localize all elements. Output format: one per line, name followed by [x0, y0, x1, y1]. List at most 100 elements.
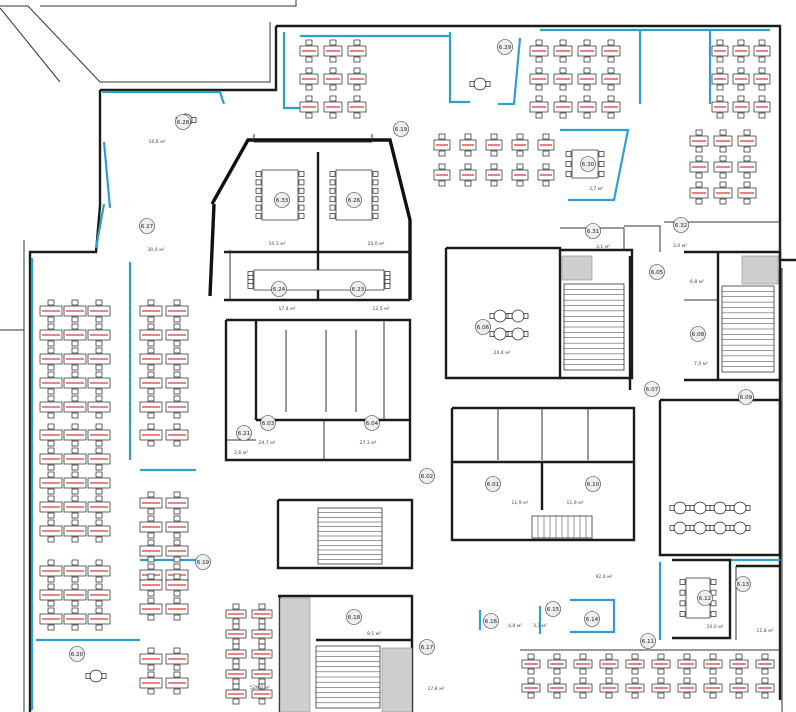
- room-number: 6.20: [71, 652, 84, 658]
- desk-cluster: [225, 683, 247, 705]
- room-marker: 6.15: [545, 601, 561, 617]
- desk-cluster: [703, 677, 723, 699]
- desk-cluster: [547, 653, 567, 675]
- desk-cluster: [251, 683, 273, 705]
- desk-cluster: [299, 95, 319, 119]
- desk-cluster: [599, 653, 619, 675]
- desk-cluster: [577, 95, 597, 119]
- room-number: 6.31: [587, 229, 600, 235]
- room-marker-circle: [738, 389, 754, 405]
- desk-cluster: [737, 181, 757, 205]
- desk-cluster: [63, 371, 87, 395]
- room-marker: 6.17: [419, 639, 435, 655]
- desk-cluster: [165, 423, 189, 447]
- room-marker-circle: [393, 121, 409, 137]
- desk-cluster: [529, 95, 549, 119]
- desk-cluster: [39, 495, 63, 519]
- desk-cluster: [63, 395, 87, 419]
- desk-cluster: [433, 163, 451, 187]
- desk-cluster: [732, 95, 750, 119]
- room-marker-circle: [69, 646, 85, 662]
- desk-cluster: [63, 583, 87, 607]
- room-marker: 6.14: [584, 611, 600, 627]
- room-area: 17,8 м²: [428, 686, 445, 692]
- room-marker: 6.02: [419, 468, 435, 484]
- room-marker-circle: [364, 415, 380, 431]
- desk-cluster: [39, 583, 63, 607]
- round-table: [507, 327, 529, 341]
- desk-cluster: [625, 677, 645, 699]
- desk-cluster: [753, 67, 771, 91]
- staircase: [317, 507, 383, 565]
- room-number: 6.33: [276, 198, 289, 204]
- desk-cluster: [139, 347, 163, 371]
- desk-cluster: [553, 39, 573, 63]
- room-marker-circle: [690, 326, 706, 342]
- desk-cluster: [601, 95, 621, 119]
- room-area: 24,7 м²: [259, 440, 276, 446]
- desk-cluster: [87, 583, 111, 607]
- room-number: 6.04: [366, 421, 379, 427]
- desk-cluster: [577, 67, 597, 91]
- room-area: 6,8 м²: [690, 279, 704, 285]
- round-table: [507, 309, 529, 323]
- room-number: 6.10: [587, 482, 600, 488]
- round-table: [489, 309, 511, 323]
- room-marker-circle: [580, 156, 596, 172]
- room-number: 6.07: [646, 387, 659, 393]
- room-marker: 6.07: [644, 381, 660, 397]
- desk-cluster: [87, 495, 111, 519]
- room-area: 3,3 м²: [533, 623, 547, 629]
- desk-cluster: [165, 597, 189, 621]
- desk-cluster: [165, 491, 189, 515]
- desk-cluster: [139, 323, 163, 347]
- room-number: 6.05: [651, 270, 664, 276]
- desk-cluster: [87, 323, 111, 347]
- desk-cluster: [139, 515, 163, 539]
- desk-cluster: [323, 67, 343, 91]
- room-marker-circle: [649, 264, 665, 280]
- round-table: [85, 669, 107, 683]
- room-marker-circle: [497, 39, 513, 55]
- desk-cluster: [347, 95, 367, 119]
- room-number: 6.17: [421, 645, 434, 651]
- room-marker: 6.20: [69, 646, 85, 662]
- desk-cluster: [39, 371, 63, 395]
- staircase: [315, 645, 381, 709]
- room-number: 6.18: [348, 615, 361, 621]
- room-marker: 6.24: [271, 281, 287, 297]
- desk-cluster: [251, 643, 273, 665]
- room-number: 6.03: [262, 421, 275, 427]
- room-marker-circle: [640, 633, 656, 649]
- desk-cluster: [323, 95, 343, 119]
- desk-cluster: [251, 623, 273, 645]
- room-marker-circle: [585, 476, 601, 492]
- staircase: [531, 515, 593, 539]
- desk-cluster: [251, 603, 273, 625]
- room-marker-circle: [260, 415, 276, 431]
- room-number: 6.26: [348, 198, 361, 204]
- desk-cluster: [165, 323, 189, 347]
- desk-cluster: [63, 495, 87, 519]
- desk-cluster: [299, 39, 319, 63]
- room-marker: 6.18: [346, 609, 362, 625]
- desk-cluster: [737, 155, 757, 179]
- room-marker-circle: [585, 223, 601, 239]
- room-marker: 6.21: [236, 425, 252, 441]
- room-area: 3,7 м²: [589, 186, 603, 192]
- room-marker: 6.26: [346, 192, 362, 208]
- round-table: [669, 501, 691, 515]
- stairs-layer: [315, 283, 775, 709]
- round-table: [709, 501, 731, 515]
- desk-cluster: [251, 663, 273, 685]
- desk-cluster: [165, 539, 189, 563]
- desk-cluster: [87, 607, 111, 631]
- desk-cluster: [63, 323, 87, 347]
- room-number: 6.02: [421, 474, 433, 480]
- room-marker-circle: [483, 613, 499, 629]
- desk-cluster: [165, 515, 189, 539]
- room-marker-circle: [485, 476, 501, 492]
- room-area: 24,0 м²: [368, 241, 385, 247]
- desk-cluster: [755, 677, 775, 699]
- desk-cluster: [139, 371, 163, 395]
